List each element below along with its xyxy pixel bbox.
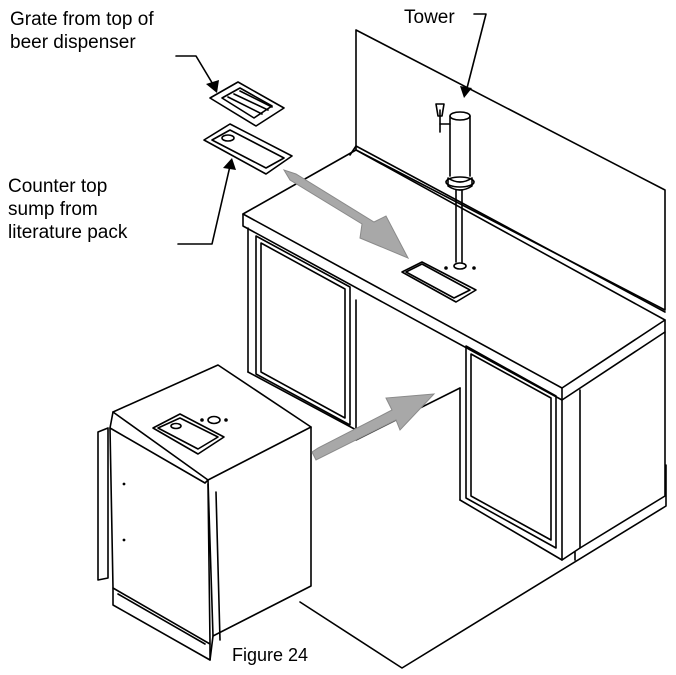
leader-sump	[177, 165, 231, 245]
counter-sump-cutout	[401, 261, 477, 303]
leader-grate	[175, 55, 215, 87]
gray-arrow-dispenser	[311, 393, 436, 461]
leader-tower	[465, 13, 487, 93]
sump-label-line3: literature pack	[8, 222, 128, 243]
figure-caption: Figure 24	[232, 645, 309, 665]
sump-label: Counter top sump from literature pack	[8, 175, 127, 244]
sump-part	[203, 123, 293, 175]
tower-label: Tower	[404, 7, 455, 28]
floor-outline	[299, 464, 667, 669]
sump-label-line2: sump from	[8, 199, 98, 220]
beer-dispenser	[97, 364, 312, 661]
detail-dots	[122, 266, 476, 542]
back-wall	[355, 29, 666, 311]
tower	[435, 103, 475, 270]
grate-label-line1: Grate from top of	[10, 9, 154, 30]
grate-label: Grate from top of beer dispenser	[10, 8, 154, 54]
gray-arrow-sump	[282, 169, 410, 259]
grate-label-line2: beer dispenser	[10, 32, 136, 53]
leader-arrowheads	[206, 80, 472, 170]
grate-part	[209, 81, 285, 127]
sump-label-line1: Counter top	[8, 176, 108, 197]
cabinet-base	[247, 227, 666, 561]
